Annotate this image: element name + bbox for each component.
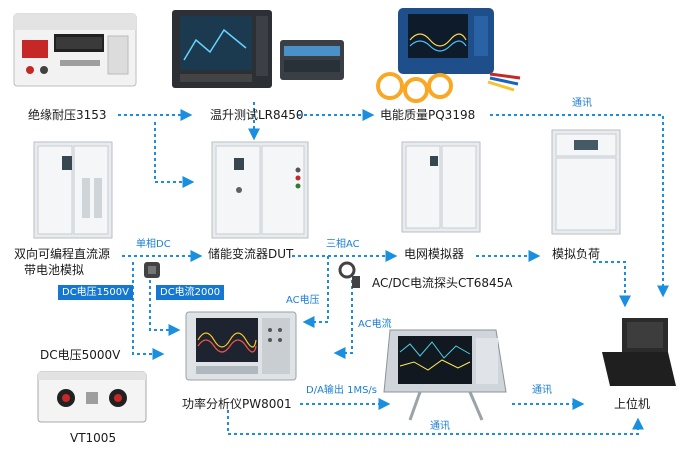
insulation-tester-device: [13, 13, 137, 87]
vt1005-device: [37, 371, 147, 423]
label-host: 上位机: [614, 397, 651, 411]
temp-logger-device: [172, 10, 344, 88]
edge-label-ac-current: AC电流: [358, 319, 392, 330]
dc-probe-device: [144, 262, 160, 278]
edge-label-three-phase: 三相AC: [326, 239, 360, 250]
edge-label-comm-bottom: 通讯: [430, 421, 450, 432]
label-dc-source-line1: 双向可编程直流源: [14, 247, 111, 261]
arrow-analyzer-to-host-bottom: [227, 410, 644, 435]
arrow-load-to-host: [593, 261, 631, 308]
label-analyzer: 功率分析仪PW8001: [182, 397, 292, 411]
edge-label-comm-top: 通讯: [572, 98, 592, 109]
power-analyzer-device: [185, 311, 297, 381]
line-ac-voltage: [302, 256, 329, 328]
label-vt1005: VT1005: [70, 431, 117, 445]
label-insulation: 绝缘耐压3153: [28, 108, 107, 122]
badge-dc-voltage-1500: DC电压1500V: [58, 285, 133, 300]
label-temp-rise: 温升测试LR8450: [210, 108, 304, 122]
label-grid-sim: 电网模拟器: [404, 247, 465, 261]
edge-label-ac-voltage: AC电压: [286, 295, 320, 306]
load-simulator-cabinet: [551, 129, 621, 235]
oscilloscope-device: [383, 329, 507, 421]
label-load-sim: 模拟负荷: [552, 247, 601, 261]
dc-source-cabinet: [33, 141, 113, 239]
line-dc-to-analyzer-a: [132, 262, 165, 360]
badge-dc-current-2000: DC电流2000: [156, 285, 225, 300]
edge-label-da-output: D/A输出 1MS/s: [306, 385, 378, 396]
edge-label-comm-mid: 通讯: [532, 385, 552, 396]
pcs-cabinet: [211, 141, 309, 239]
grid-simulator-cabinet: [401, 141, 481, 233]
label-dc-voltage-5000: DC电压5000V: [40, 348, 121, 362]
ct6845a-probe-device: [338, 261, 360, 288]
arrow-insulation-down-to-pcs: [154, 122, 195, 188]
line-ac-current: [333, 280, 353, 359]
label-dc-source-line2: 带电池模拟: [24, 263, 85, 277]
edge-label-single-phase: 单相DC: [136, 239, 171, 250]
power-quality-device: [376, 8, 521, 103]
label-power-quality: 电能质量PQ3198: [380, 108, 476, 122]
host-computer-device: [602, 318, 676, 386]
line-dc-to-analyzer-b: [149, 268, 181, 336]
label-probe: AC/DC电流探头CT6845A: [372, 276, 513, 290]
label-pcs: 储能变流器DUT: [208, 247, 294, 261]
